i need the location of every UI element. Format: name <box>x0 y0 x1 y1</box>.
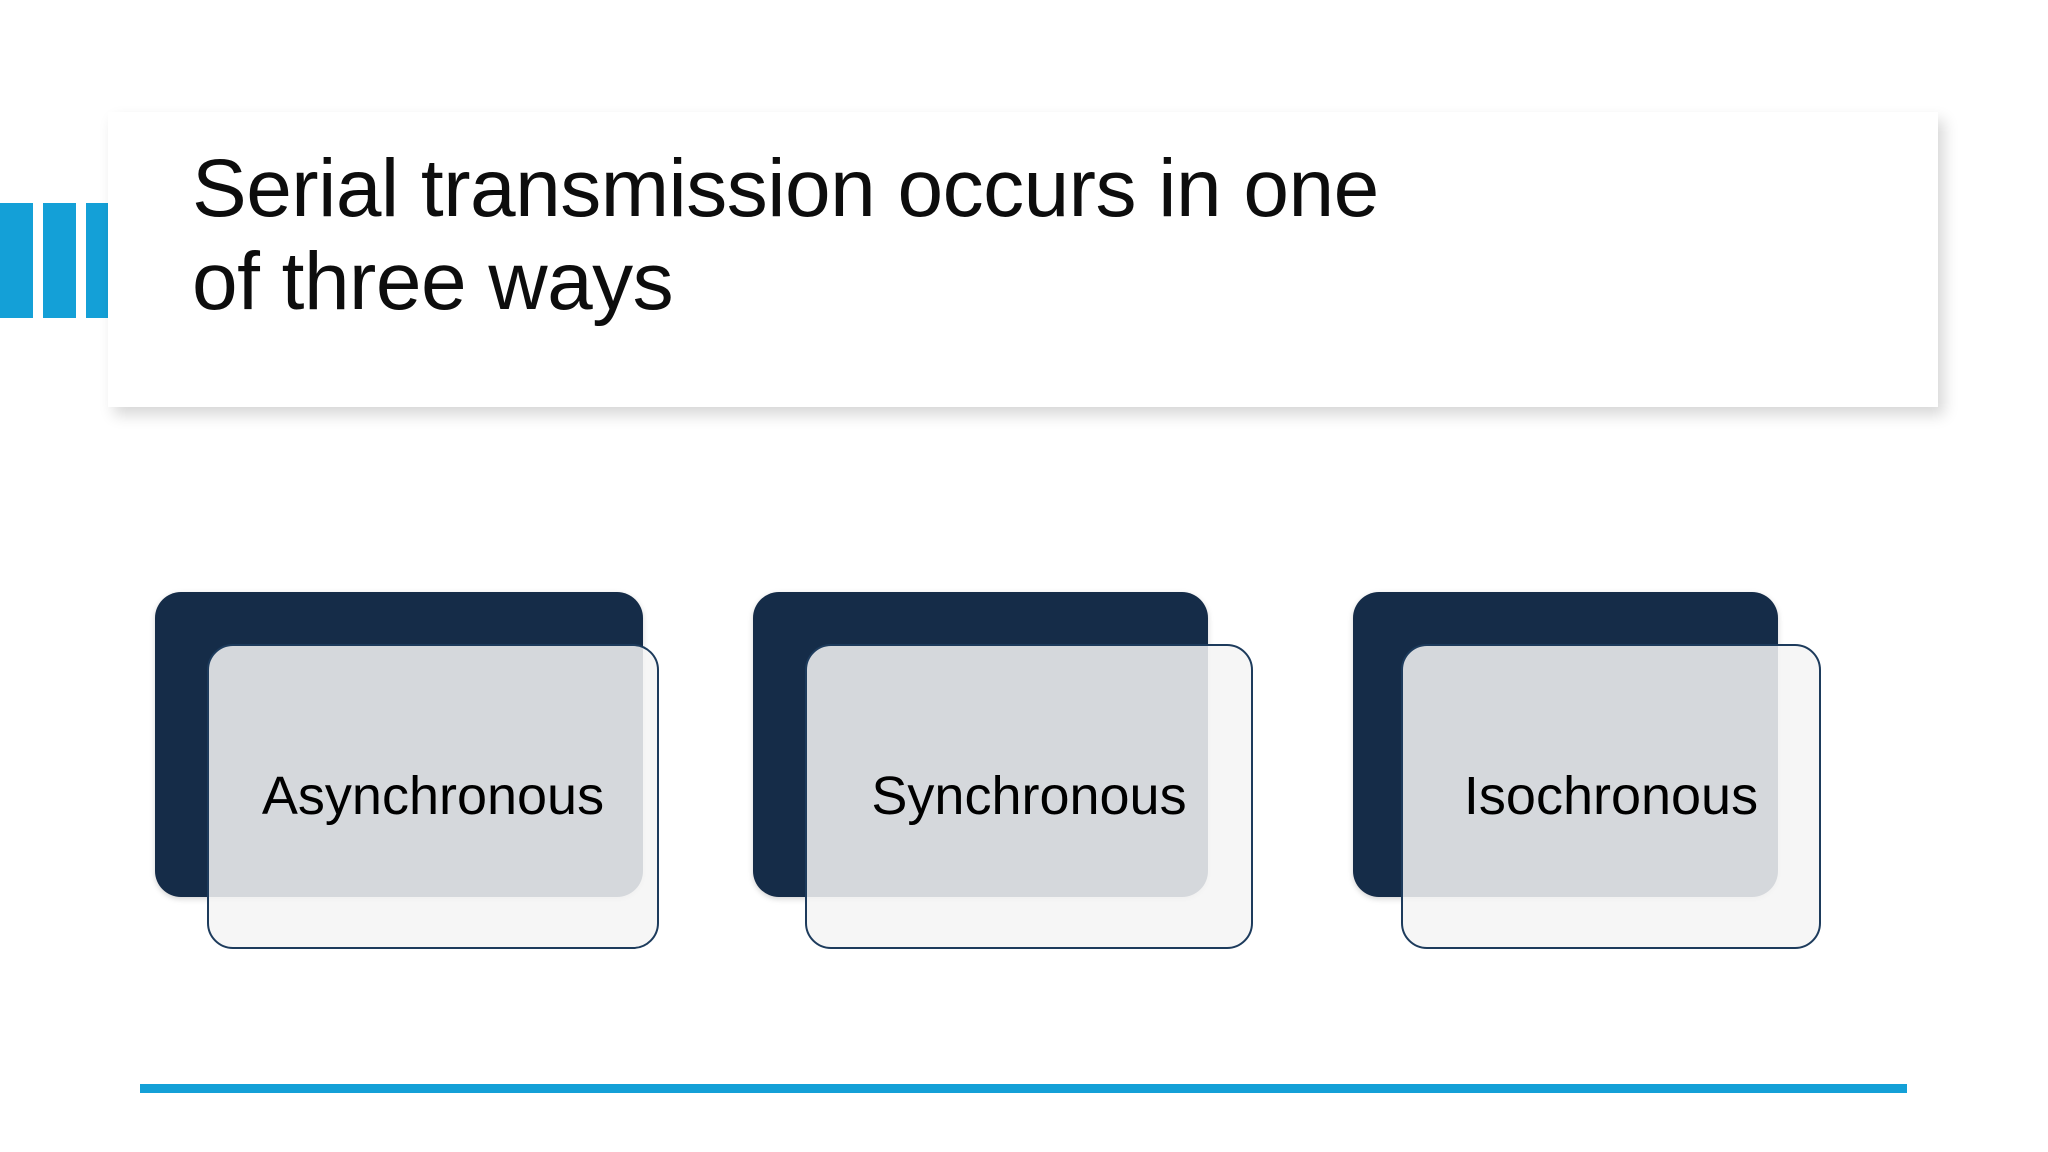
card-front-panel[interactable]: Synchronous <box>805 644 1253 949</box>
card-front-panel[interactable]: Asynchronous <box>207 644 659 949</box>
card-label: Asynchronous <box>261 766 605 827</box>
card-label: Synchronous <box>871 766 1187 827</box>
card-front-panel[interactable]: Isochronous <box>1401 644 1821 949</box>
accent-bar-2-icon <box>43 203 76 318</box>
bottom-accent-rule <box>140 1084 1907 1093</box>
slide-title: Serial transmission occurs in one of thr… <box>192 143 1379 328</box>
title-card: Serial transmission occurs in one of thr… <box>108 112 1938 407</box>
accent-bar-1-icon <box>0 203 33 318</box>
accent-bars-decoration <box>0 203 119 318</box>
card-label: Isochronous <box>1463 766 1759 827</box>
